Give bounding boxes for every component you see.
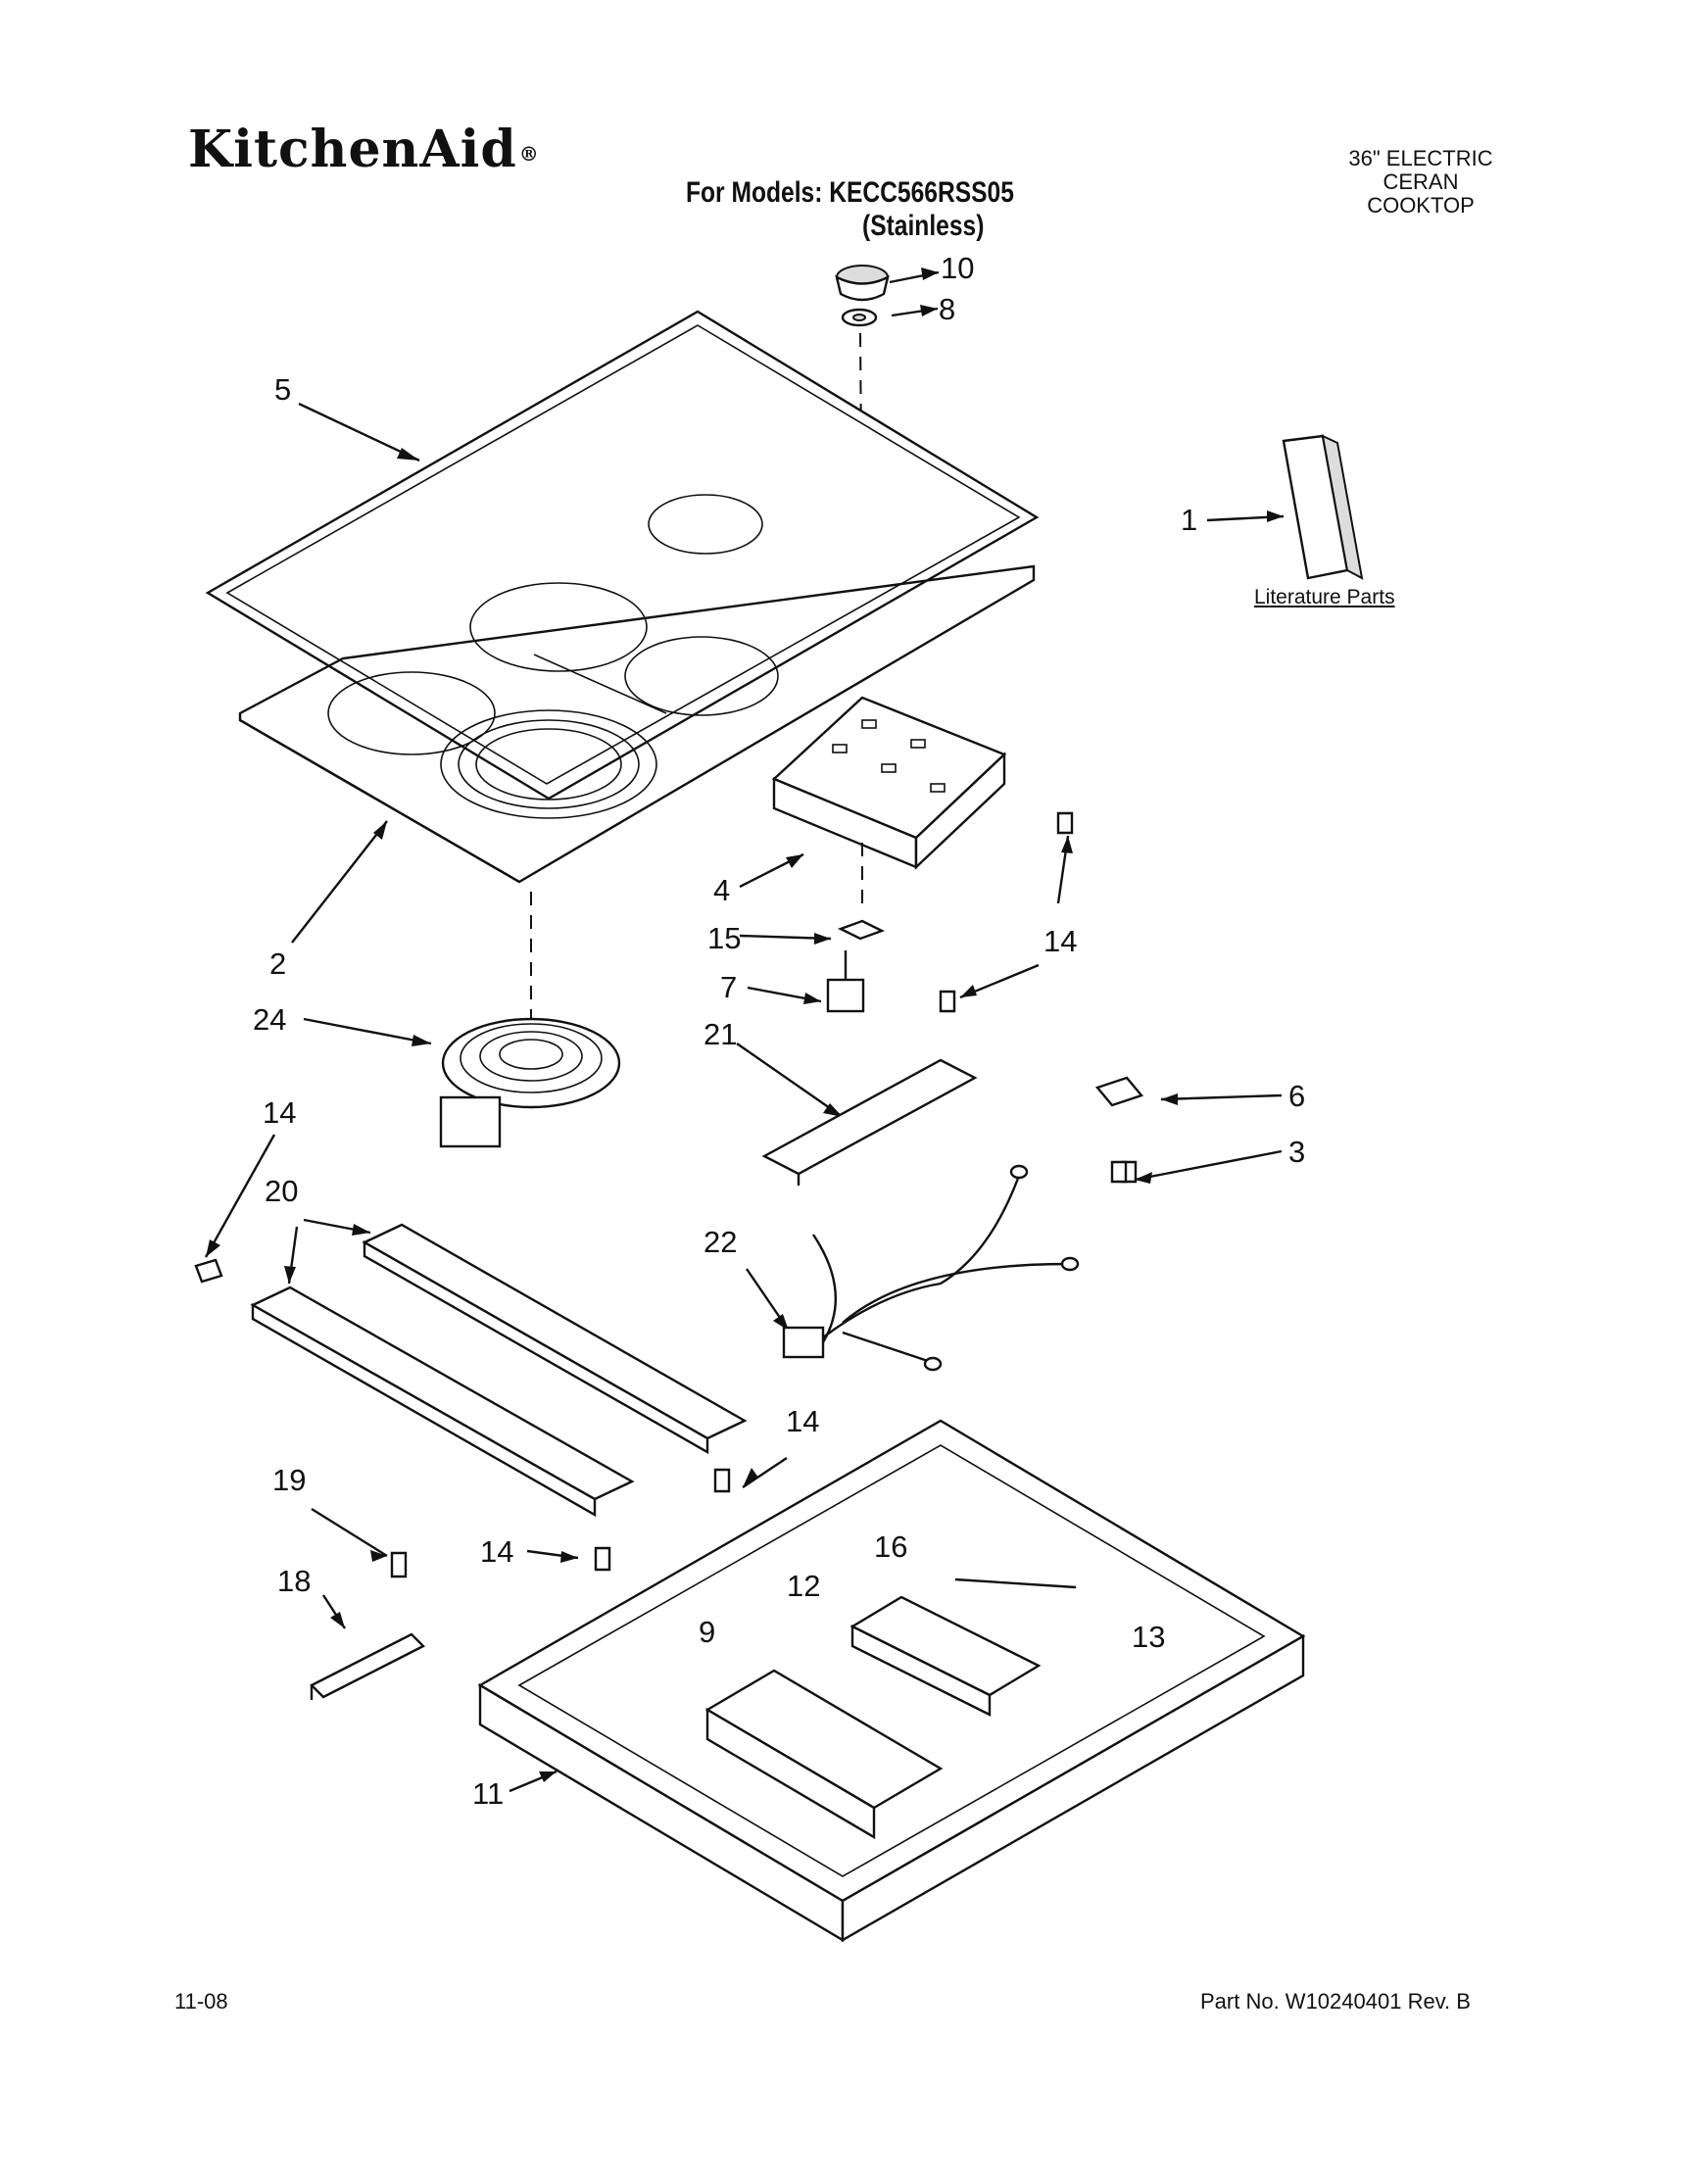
brand-logo: KitchenAid® (188, 120, 540, 179)
switch-part (826, 919, 886, 1013)
callout-7: 7 (720, 970, 738, 1004)
base-pan (477, 1419, 1306, 1943)
callout-15: 15 (707, 921, 742, 955)
callout-6: 6 (1288, 1079, 1306, 1113)
control-box (771, 696, 1007, 870)
pan-bracket (704, 1669, 944, 1840)
callout-21: 21 (703, 1017, 738, 1051)
knob-part (835, 265, 890, 327)
callout-4: 4 (713, 873, 731, 907)
finish-line: (Stainless) (862, 210, 985, 242)
callout-14-left: 14 (263, 1095, 297, 1130)
brand-registered-mark: ® (518, 141, 540, 166)
wire-harness (782, 1164, 1080, 1372)
product-line-1: 36" ELECTRIC (1348, 146, 1493, 170)
callout-3: 3 (1288, 1135, 1306, 1169)
cooktop-trim-frame (205, 310, 1040, 801)
literature-parts-label: Literature Parts (1254, 586, 1395, 608)
callout-24: 24 (253, 1002, 287, 1037)
callout-2: 2 (269, 946, 287, 981)
brand-name: KitchenAid (188, 120, 517, 179)
control-bracket (761, 1058, 978, 1186)
callout-13: 13 (1132, 1620, 1166, 1654)
callout-16: 16 (874, 1529, 908, 1564)
product-line-3: COOKTOP (1367, 193, 1475, 218)
callout-10: 10 (941, 251, 975, 285)
part-number: Part No. W10240401 Rev. B (1200, 1989, 1471, 2014)
product-description: 36" ELECTRIC CERAN COOKTOP (1313, 147, 1528, 218)
callout-5: 5 (274, 372, 292, 407)
revision-date: 11-08 (174, 1989, 228, 2014)
glass-cooktop (238, 494, 1036, 884)
literature-part (1282, 434, 1364, 580)
radiant-burner-element (439, 1017, 621, 1148)
callout-18: 18 (277, 1564, 312, 1598)
callout-14: 14 (1043, 924, 1078, 958)
callout-8: 8 (939, 292, 956, 326)
channel-part (849, 1577, 1077, 1717)
callout-11: 11 (472, 1776, 505, 1811)
callout-14-lower: 14 (480, 1534, 514, 1569)
clip-part (1094, 1076, 1144, 1184)
callout-1: 1 (1181, 503, 1198, 537)
callout-9: 9 (699, 1615, 716, 1649)
support-rails (250, 1223, 748, 1518)
models-line: For Models: KECC566RSS05 (686, 176, 1014, 209)
callout-19: 19 (272, 1463, 307, 1497)
callout-20: 20 (265, 1174, 299, 1208)
callout-12: 12 (787, 1569, 821, 1603)
callout-22: 22 (703, 1225, 738, 1259)
callout-14-middle: 14 (786, 1404, 820, 1438)
screw-parts (194, 811, 1138, 1578)
product-line-2: CERAN (1383, 170, 1459, 194)
small-bracket (309, 1632, 426, 1700)
